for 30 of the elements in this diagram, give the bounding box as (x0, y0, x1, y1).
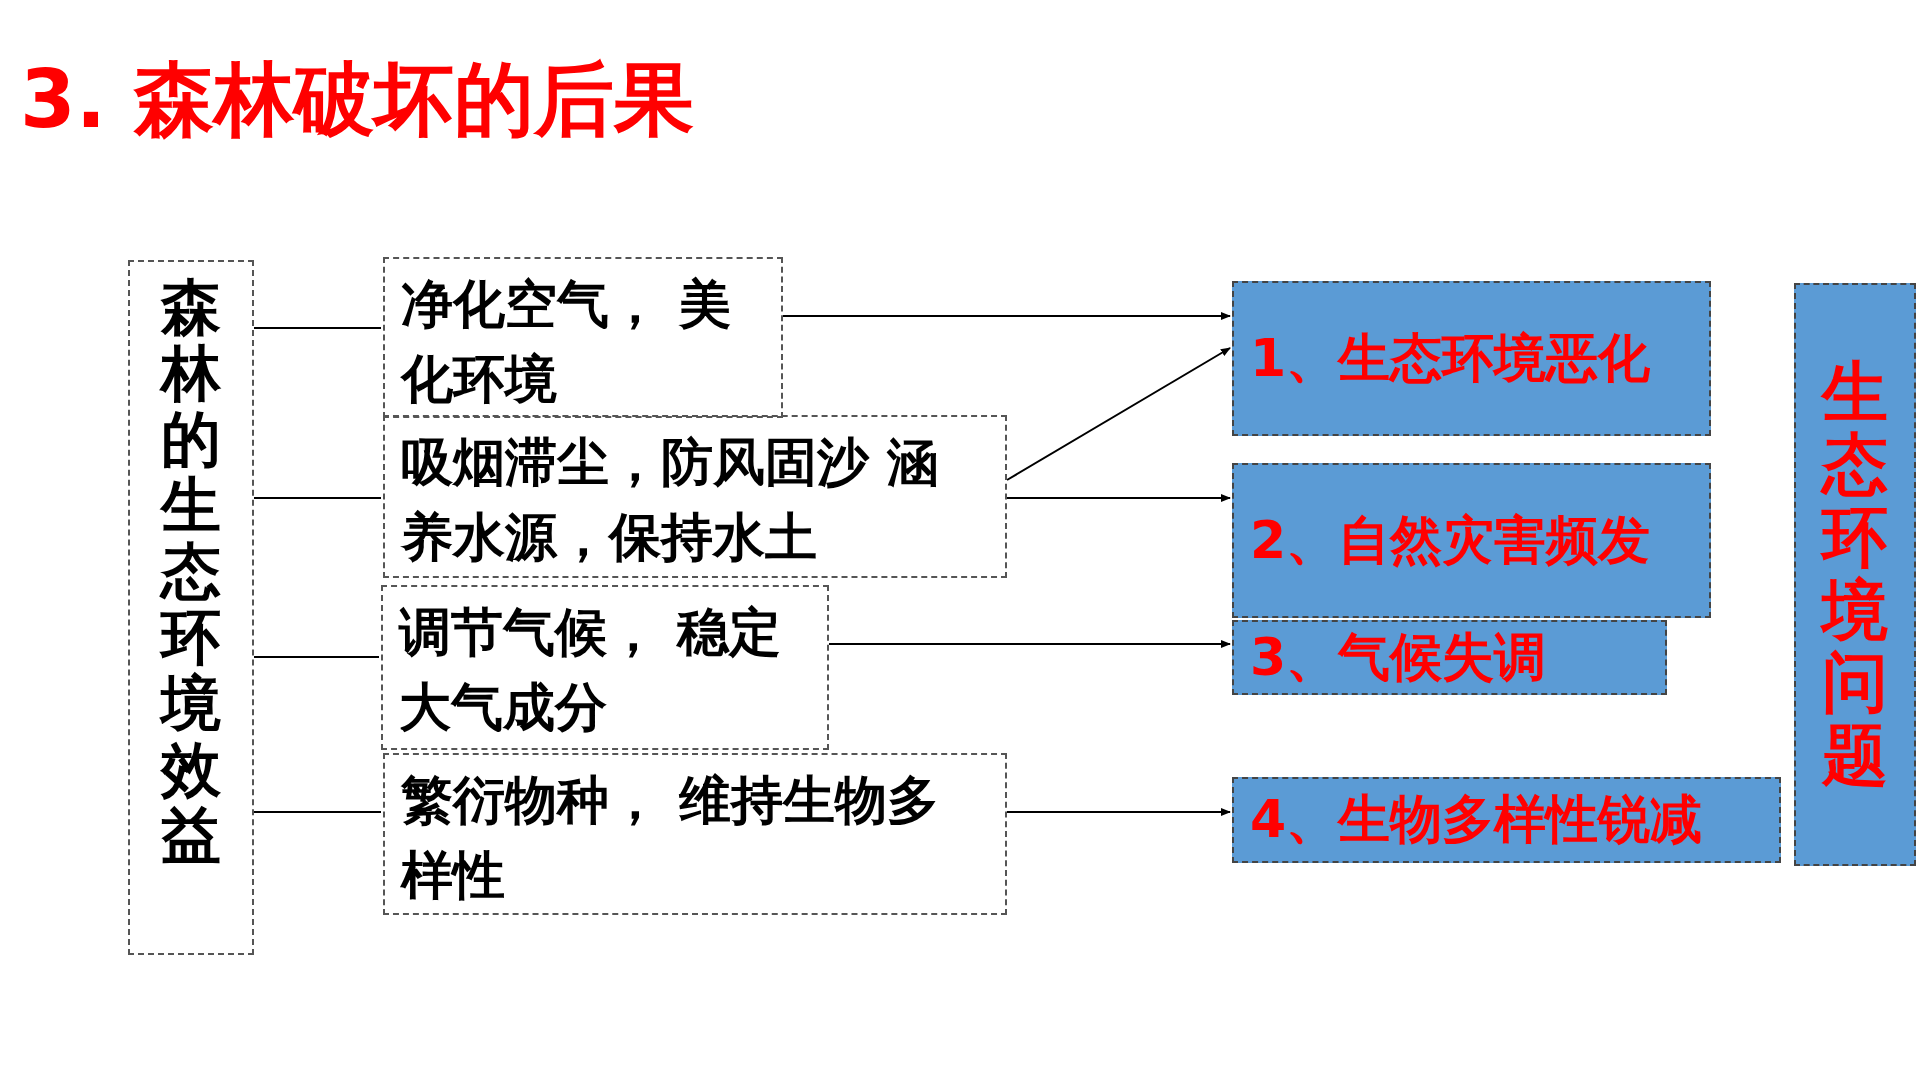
connector-line (253, 656, 380, 658)
connector-line (253, 811, 382, 813)
problem-box (1232, 463, 1711, 618)
node-text: 生态环境问题 (1822, 356, 1888, 793)
benefit-box (383, 753, 1007, 915)
arrow (1006, 494, 1231, 502)
problem-box (1232, 620, 1667, 695)
arrow (828, 640, 1231, 648)
title: 3. 森林破坏的后果 (20, 52, 694, 148)
node-text: 调节气候， 稳定大气成分 (399, 601, 783, 740)
node-text: 吸烟滞尘，防风固沙 涵养水源，保持水土 (401, 431, 941, 570)
node-text: 净化空气， 美化环境 (401, 273, 733, 412)
arrow (782, 312, 1231, 320)
connector-line (253, 327, 382, 329)
node-text: 森林的生态环境效益 (161, 274, 221, 872)
problem-box (1232, 281, 1711, 436)
node-text: 繁衍物种， 维持生物多样性 (401, 769, 941, 908)
arrow (1006, 808, 1231, 816)
benefit-box (381, 585, 829, 750)
node-text: 2、自然灾害频发 (1250, 508, 1651, 572)
problem-heading-box (1794, 283, 1916, 866)
problem-box (1232, 777, 1781, 863)
arrow (1006, 347, 1231, 481)
node-text: 4、生物多样性锐减 (1250, 788, 1703, 852)
node-text: 1、生态环境恶化 (1250, 326, 1651, 390)
benefit-box (383, 415, 1007, 578)
benefit-heading-box (128, 260, 254, 955)
benefit-box (383, 257, 783, 418)
connector-line (253, 497, 382, 499)
node-text: 3、气候失调 (1250, 625, 1547, 689)
